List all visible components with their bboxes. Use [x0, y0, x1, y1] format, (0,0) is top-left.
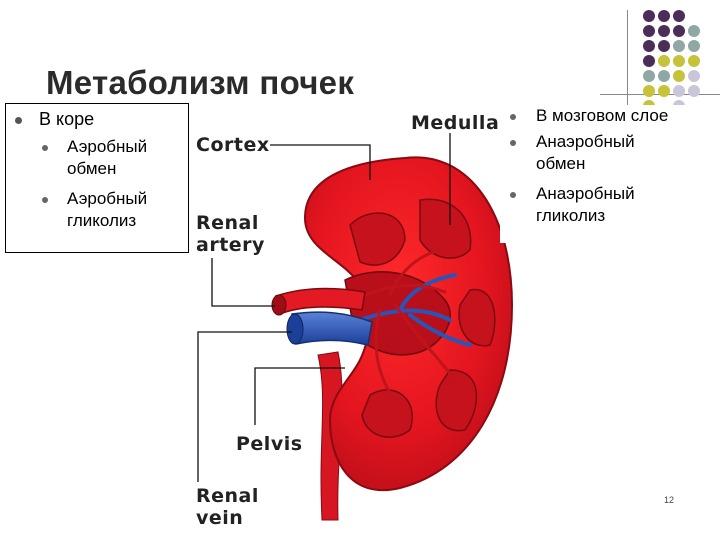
decor-dot [658, 10, 670, 22]
left-item-2: Аэробный гликолиз [67, 189, 148, 230]
decor-dot [643, 10, 655, 22]
decor-dot [658, 25, 670, 37]
decorative-vertical-line [627, 10, 628, 105]
decor-dot [673, 85, 685, 97]
decor-dot [673, 25, 685, 37]
decor-dot [688, 55, 700, 67]
bullet-icon [42, 197, 48, 203]
label-renal-vein-line2: vein [196, 507, 244, 529]
leader-lines [197, 133, 451, 482]
bullet-icon [42, 145, 48, 151]
decor-dot [688, 25, 700, 37]
renal-artery-shape [275, 287, 366, 316]
decor-dot [643, 55, 655, 67]
label-cortex: Cortex [196, 134, 270, 156]
bullet-icon [15, 117, 22, 124]
decor-dot [688, 40, 700, 52]
bullet-icon [510, 192, 516, 198]
decor-dot [658, 70, 670, 82]
label-renal-artery-line2: artery [196, 234, 265, 256]
decor-dot [673, 70, 685, 82]
label-pelvis: Pelvis [236, 433, 303, 455]
decor-dot [658, 85, 670, 97]
decor-dot [643, 40, 655, 52]
decor-dot [673, 10, 685, 22]
left-text-box: В коре Аэробный обмен Аэробный гликолиз [5, 103, 189, 253]
decor-dot [643, 25, 655, 37]
decorative-dot-grid [640, 10, 720, 112]
bullet-icon [510, 114, 516, 120]
decor-dot [643, 85, 655, 97]
renal-artery-opening [271, 294, 287, 316]
right-text-box: В мозговом слое Анаэробный обмен Анаэроб… [500, 105, 696, 243]
decor-dot [643, 70, 655, 82]
decor-dot [658, 40, 670, 52]
right-item-3: Анаэробный гликолиз [536, 184, 635, 225]
renal-vein-opening [286, 313, 304, 345]
decor-dot [673, 40, 685, 52]
decor-dot [658, 55, 670, 67]
medulla-pyramids [349, 198, 496, 438]
bullet-icon [510, 140, 516, 146]
decor-dot [688, 70, 700, 82]
label-medulla: Medulla [411, 112, 500, 134]
page-number: 12 [664, 495, 675, 505]
label-renal-artery-line1: Renal [196, 212, 259, 234]
decor-dot [673, 55, 685, 67]
right-item-2: Анаэробный обмен [536, 132, 635, 173]
right-item-1: В мозговом слое [536, 106, 669, 125]
left-heading: В коре [39, 109, 95, 129]
label-renal-vein-line1: Renal [196, 485, 259, 507]
decor-dot [688, 85, 700, 97]
left-item-1: Аэробный обмен [67, 137, 148, 178]
slide-title: Метаболизм почек [46, 64, 355, 101]
renal-vein-shape [291, 311, 373, 346]
